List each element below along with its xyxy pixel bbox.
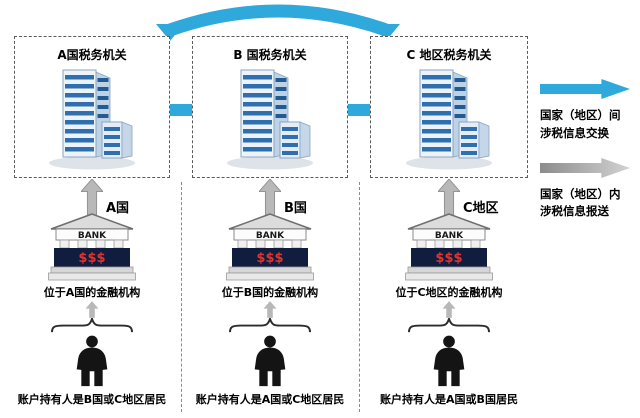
small-up-arrow-icon — [86, 301, 99, 318]
tax-authority-label: C 地区税务机关 — [406, 48, 492, 62]
institution-label: 位于C地区的金融机构 — [395, 286, 503, 299]
column-country-a: A国税务机关 A国 位于A国的金融机构 账户持有人是B国或C地区居民 — [6, 0, 178, 418]
legend-gray-arrow-icon — [540, 157, 630, 178]
report-up-arrow-icon — [81, 179, 103, 215]
country-label: B国 — [284, 201, 307, 216]
institution-label: 位于B国的金融机构 — [221, 286, 319, 299]
small-up-arrow-icon — [264, 301, 277, 318]
account-holder-person-icon — [248, 335, 292, 387]
bank-icon — [48, 213, 136, 281]
bank-icon — [405, 213, 493, 281]
legend-blue-arrow-icon — [540, 79, 630, 99]
office-building-icon — [46, 64, 138, 170]
report-up-arrow-icon — [438, 179, 460, 215]
legend-report-label: 国家（地区）内 涉税信息报送 — [540, 186, 621, 219]
account-holder-label: 账户持有人是A国或B国居民 — [380, 393, 518, 406]
account-holder-person-icon — [70, 335, 114, 387]
tax-authority-label: A国税务机关 — [57, 48, 127, 62]
brace-icon — [228, 318, 312, 333]
account-holder-label: 账户持有人是A国或C地区居民 — [195, 393, 345, 406]
small-up-arrow-icon — [443, 301, 456, 318]
country-label: C地区 — [463, 201, 499, 216]
institution-label: 位于A国的金融机构 — [43, 286, 141, 299]
office-building-icon — [224, 64, 316, 170]
column-divider — [359, 182, 360, 412]
exchange-arc-arrow-icon — [156, 4, 400, 41]
brace-icon — [407, 318, 491, 333]
country-label: A国 — [106, 201, 130, 216]
bank-icon — [226, 213, 314, 281]
tax-authority-label: B 国税务机关 — [233, 48, 307, 62]
report-up-arrow-icon — [259, 179, 281, 215]
column-country-b: B 国税务机关 B国 位于B国的金融机构 账户持有人是A国或C地区居民 — [184, 0, 356, 418]
column-divider — [181, 182, 182, 412]
column-region-c: C 地区税务机关 C地区 位于C地区的金融机构 账户持有人是A国或B国居民 — [362, 0, 536, 418]
account-holder-label: 账户持有人是B国或C地区居民 — [17, 393, 167, 406]
legend-exchange-label: 国家（地区）间 涉税信息交换 — [540, 108, 621, 140]
legend: 国家（地区）间 涉税信息交换 国家（地区）内 涉税信息报送 — [540, 78, 638, 221]
office-building-icon — [403, 64, 495, 170]
account-holder-person-icon — [427, 335, 471, 387]
brace-icon — [50, 318, 134, 333]
